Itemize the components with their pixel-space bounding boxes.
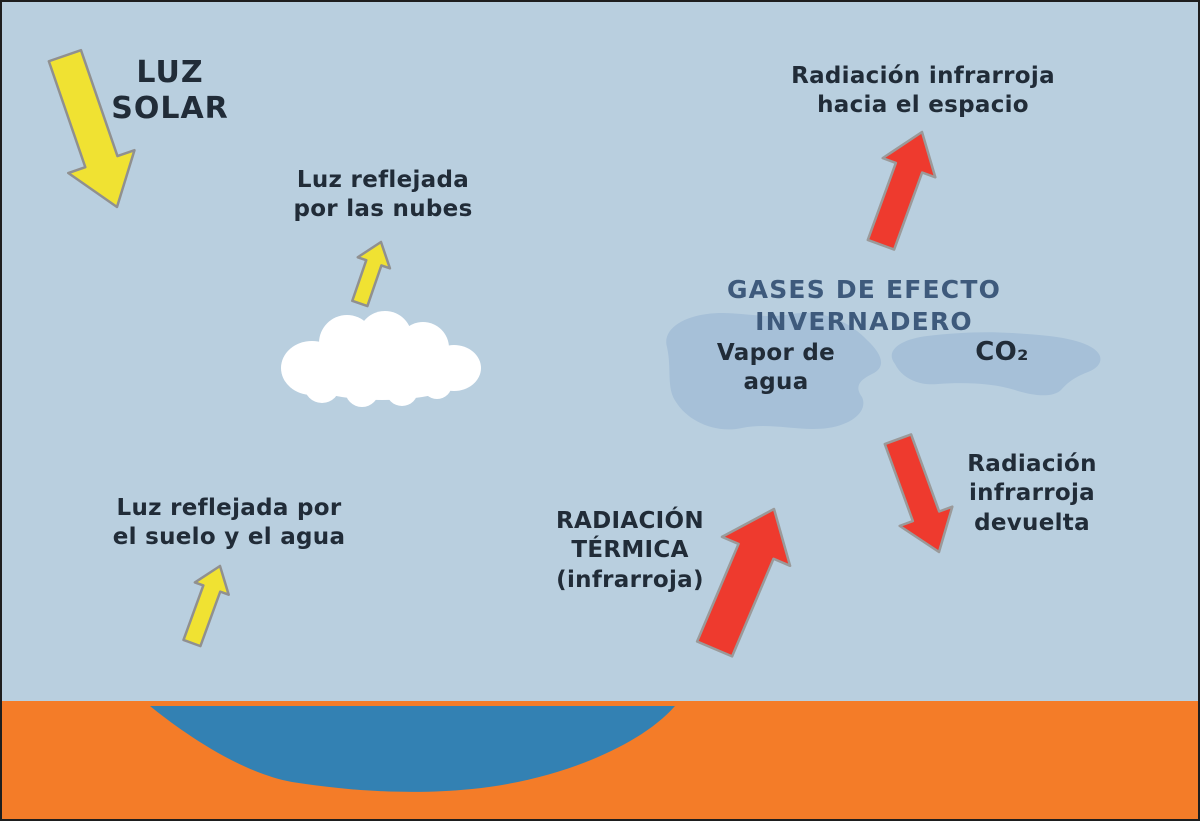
sunlight-arrow-icon: [47, 48, 136, 209]
cloud-reflection-arrow-icon: [351, 240, 392, 308]
ir-returned-label: Radiación infrarroja devuelta: [967, 451, 1097, 536]
co2-blob-shape: [891, 332, 1101, 396]
water-vapor-label: Vapor de agua: [716, 340, 836, 396]
ir-returned-arrow-icon: [883, 433, 954, 554]
ground-reflection-arrow-icon: [182, 564, 230, 648]
thermal-radiation-arrow-icon: [695, 507, 792, 658]
sunlight-label: LUZ SOLAR: [111, 55, 229, 126]
reflected-by-ground-label: Luz reflejada por el suelo y el agua: [112, 495, 346, 551]
water-vapor-blob-shape: [666, 312, 882, 430]
thermal-radiation-label: RADIACIÓN TÉRMICA (infrarroja): [556, 508, 704, 593]
greenhouse-gases-heading: GASES DE EFECTO INVERNADERO: [726, 275, 1002, 336]
ir-to-space-arrow-icon: [866, 130, 937, 251]
co2-label: CO₂: [975, 337, 1029, 367]
reflected-by-clouds-label: Luz reflejada por las nubes: [293, 167, 473, 223]
ir-to-space-label: Radiación infrarroja hacia el espacio: [791, 63, 1055, 119]
water-shape: [150, 706, 675, 792]
cloud-icon: [281, 311, 481, 407]
